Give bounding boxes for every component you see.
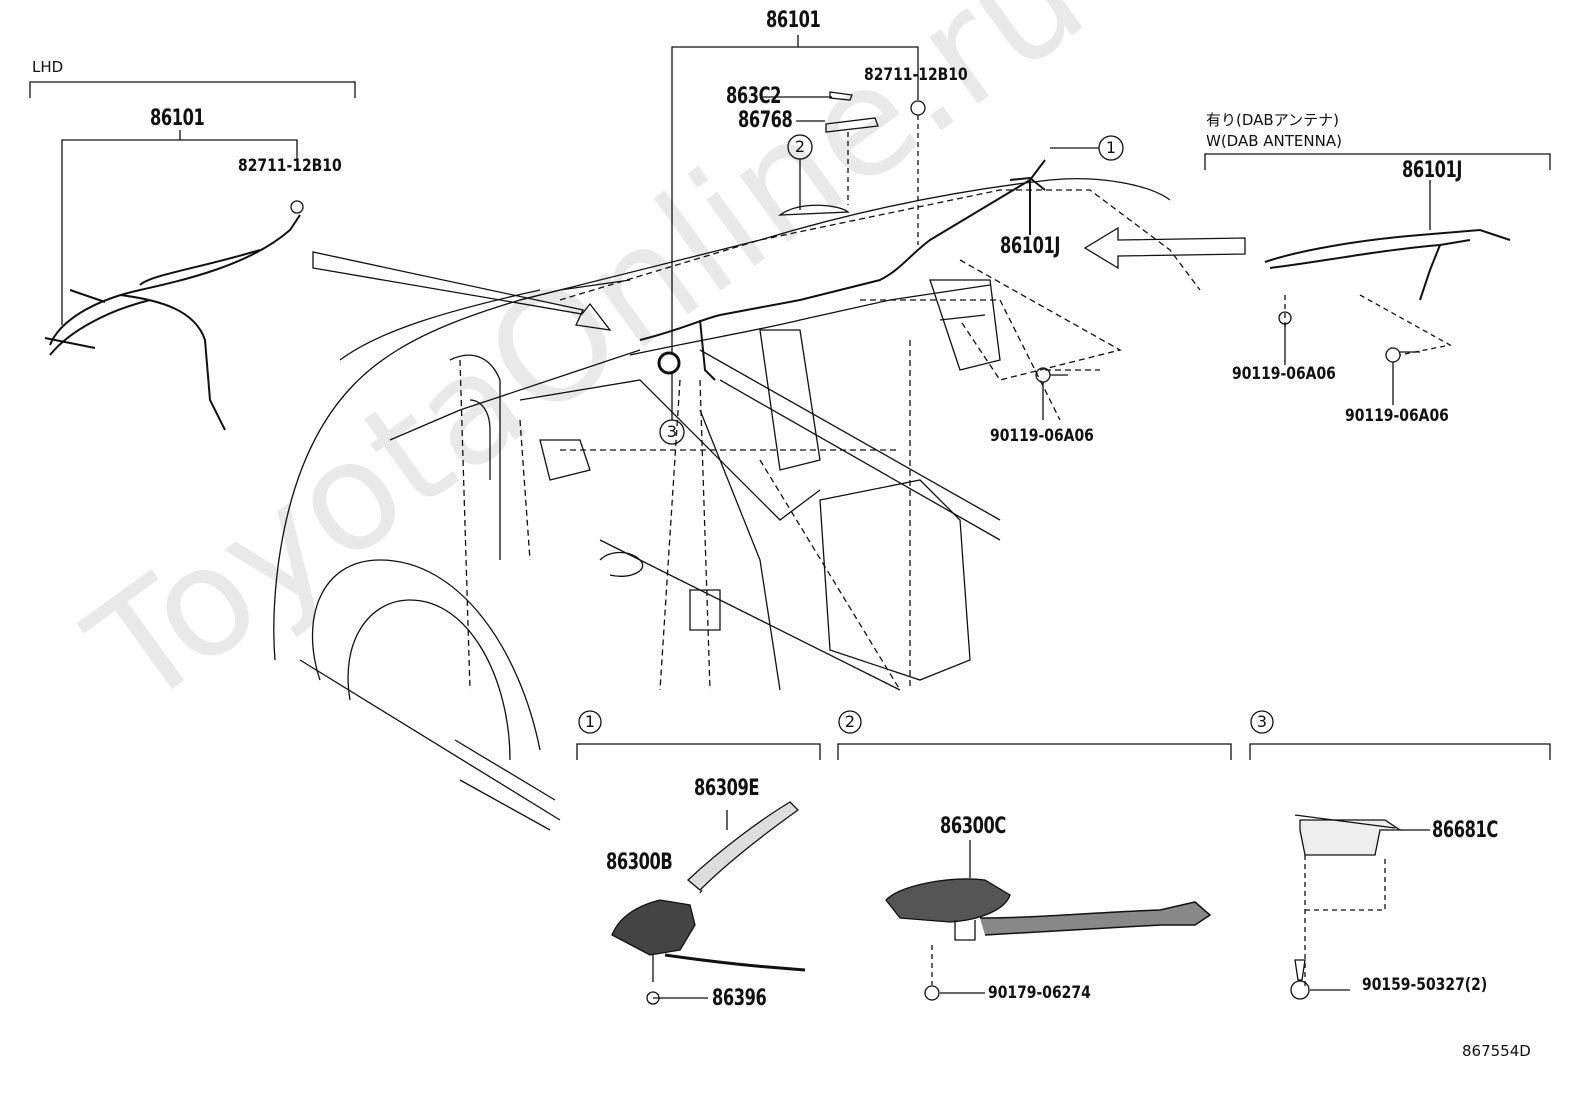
dab-bracket	[1204, 153, 1551, 170]
antenna-pad-icon	[885, 878, 1212, 941]
right-arrow-icon	[1083, 226, 1246, 270]
group-label-dab-en: W(DAB ANTENNA)	[1206, 132, 1342, 150]
dab-harness-icon	[1264, 228, 1511, 301]
part-90179[interactable]: 90179-06274	[988, 983, 1091, 1003]
detail-1-bracket	[576, 743, 821, 760]
left-arrow-icon	[312, 251, 612, 331]
part-86396[interactable]: 86396	[712, 986, 767, 1011]
detail-2-bracket	[837, 743, 1232, 760]
part-86681c[interactable]: 86681C	[1432, 818, 1498, 843]
part-86309e[interactable]: 86309E	[694, 776, 760, 801]
86396-nut-icon	[646, 991, 660, 1005]
part-86101-lhd[interactable]: 86101	[150, 106, 205, 131]
part-90119-dab-1[interactable]: 90119-06A06	[1232, 364, 1336, 384]
vehicle-hidden-lines-icon	[459, 189, 1201, 691]
lhd-bracket	[29, 81, 356, 98]
callout-3-label: 3	[666, 422, 678, 441]
roof-harness-icon	[639, 159, 1046, 381]
shark-fin-antenna-icon	[611, 899, 806, 972]
diagram-id: 867554D	[1462, 1042, 1531, 1060]
top-86101-bracket	[671, 46, 919, 355]
part-86300b[interactable]: 86300B	[606, 850, 673, 875]
callout-2-label: 2	[794, 137, 806, 156]
90179-nut-icon	[924, 985, 940, 1001]
part-863c2[interactable]: 863C2	[726, 84, 782, 109]
dab-bolt-1-icon	[1278, 311, 1292, 325]
part-86768[interactable]: 86768	[738, 108, 793, 133]
callout-3-target-icon	[657, 351, 681, 375]
part-82711-top[interactable]: 82711-12B10	[864, 65, 968, 85]
part-86101j-dab[interactable]: 86101J	[1402, 158, 1463, 183]
lhd-harness-icon	[44, 214, 301, 431]
part-82711-lhd[interactable]: 82711-12B10	[238, 156, 342, 176]
group-label-dab-jp: 有り(DABアンテナ)	[1206, 111, 1339, 129]
group-label-lhd: LHD	[32, 58, 64, 76]
part-86101j-main[interactable]: 86101J	[1000, 234, 1061, 259]
amplifier-module-icon	[1294, 814, 1403, 856]
part-86101-top[interactable]: 86101	[766, 8, 821, 33]
vehicle-body-icon	[273, 178, 1171, 831]
part-90119-dab-2[interactable]: 90119-06A06	[1345, 406, 1449, 426]
detail-3-label: 3	[1256, 712, 1268, 731]
top-clip-icon	[910, 100, 926, 116]
detail-3-bracket	[1249, 743, 1551, 760]
detail-2-label: 2	[844, 712, 856, 731]
part-90119-main[interactable]: 90119-06A06	[990, 426, 1094, 446]
part-86300c[interactable]: 86300C	[940, 814, 1006, 839]
86768-icon	[825, 117, 879, 133]
detail-1-label: 1	[584, 712, 596, 731]
antenna-rod-icon	[687, 801, 800, 891]
lhd-clip-icon	[290, 200, 304, 214]
90159-bolt-icon	[1290, 980, 1310, 1000]
callout-1-label: 1	[1105, 138, 1117, 157]
dab-bolt-2-icon	[1385, 347, 1401, 363]
863c2-icon	[829, 91, 853, 101]
part-90159[interactable]: 90159-50327(2)	[1362, 975, 1488, 995]
